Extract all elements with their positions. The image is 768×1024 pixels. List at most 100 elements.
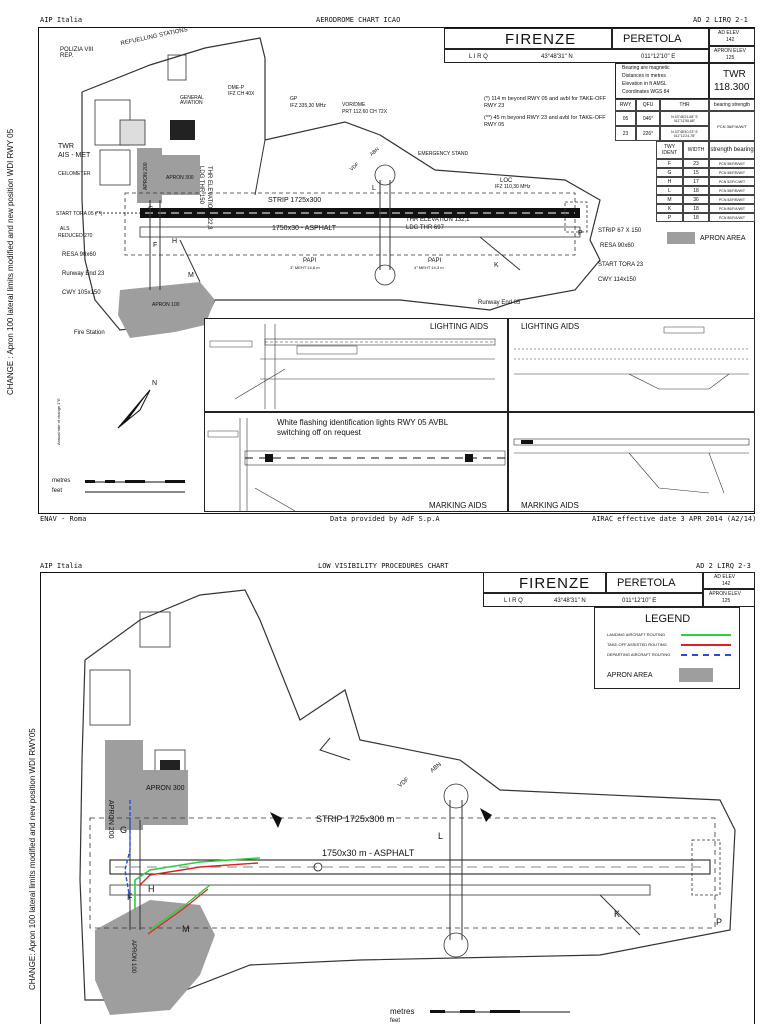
top-title-name: PERETOLA	[623, 33, 682, 45]
bottom-icao: L I R Q	[504, 598, 523, 604]
label-cwy-left: CWY 105x150	[62, 290, 101, 296]
top-twr-box: TWR 118.300	[709, 63, 755, 99]
top-title-box: FIRENZE	[444, 28, 612, 49]
label-thr-elev-132: THR ELEVATION 132,1	[406, 217, 470, 223]
top-lat: 43°48'31" N	[541, 54, 573, 60]
label-rwy: 1750x30 - ASPHALT	[272, 225, 337, 232]
twy-header-strength: strength bearing	[709, 141, 755, 159]
label-dme: DME-P	[228, 85, 245, 91]
twy-p-ident: P	[656, 213, 683, 222]
twy-l-width: 18	[683, 186, 709, 195]
twy-m-pcn: PCN 52/F/B/W/T	[709, 195, 755, 204]
inset-lighting-right-label: LIGHTING AIDS	[521, 322, 580, 331]
legend-item-landing-label: LANDING AIRCRAFT ROUTING	[607, 632, 666, 637]
bottom-label-apron-300: APRON 300	[146, 785, 185, 792]
twy-g-width: 15	[683, 168, 709, 177]
twy-l-pcn: PCN 55/F/B/W/T	[709, 186, 755, 195]
twy-m-ident: M	[656, 195, 683, 204]
label-start-tora-23: START TORA 23	[598, 262, 644, 268]
top-header-center: AERODROME CHART ICAO	[316, 16, 401, 24]
top-aerodrome-map	[81, 37, 601, 493]
inset-lighting-left: LIGHTING AIDS	[204, 318, 508, 412]
bottom-label-twy-m: M	[182, 924, 190, 934]
bottom-apron-elev: 125	[722, 598, 731, 604]
rwy-header-qfu: QFU	[636, 99, 660, 111]
label-rwy-end-23: Runway End 23	[62, 271, 105, 277]
top-title-name-box: PERETOLA	[612, 28, 709, 49]
top-note-2: (**) 45 m beyond RWY 23 and avbl for TAK…	[484, 115, 606, 128]
inset-lighting-left-label: LIGHTING AIDS	[430, 322, 489, 331]
legend-item-departing-line	[681, 654, 731, 656]
bottom-header-center: LOW VISIBILITY PROCEDURES CHART	[318, 562, 449, 570]
bottom-apron-elev-label: APRON ELEV	[709, 591, 741, 597]
top-footer-right: AIRAC effective date 3 APR 2014 (A2/14)	[592, 515, 757, 523]
label-papi-right-meht: 4° MEHT 14,3 m	[414, 265, 444, 270]
bottom-header-left: AIP Italia	[40, 562, 83, 570]
top-apron-elev-box: APRON ELEV 125	[709, 46, 755, 63]
label-loc: LOC	[500, 178, 513, 184]
bottom-label-twy-g: G	[120, 825, 128, 835]
legend-item-landing-line	[681, 634, 731, 636]
bottom-ad-elev-box: AD ELEV 142	[703, 572, 755, 589]
legend-item-takeoff-line	[681, 644, 731, 646]
twy-l-ident: L	[656, 186, 683, 195]
bottom-label-apron-200: APRON 200	[107, 800, 114, 839]
bottom-title-name-box: PERETOLA	[606, 572, 703, 593]
bottom-label-apron-100: APRON 100	[130, 940, 136, 974]
bottom-label-rwy: 1750x30 m - ASPHALT	[322, 848, 415, 858]
twy-p-pcn: PCN 80/F/A/W/T	[709, 213, 755, 222]
label-twy-k: K	[494, 262, 499, 269]
twy-h-ident: H	[656, 177, 683, 186]
legend-title: LEGEND	[645, 613, 691, 625]
bottom-ad-elev: 142	[722, 581, 731, 587]
inset-marking-left-label: MARKING AIDS	[429, 501, 487, 510]
twy-k-pcn: PCN 80/F/A/W/T	[709, 204, 755, 213]
top-title-city: FIRENZE	[505, 31, 577, 48]
label-loc-freq: IFZ 110,30 MHz	[495, 184, 531, 190]
bottom-label-twy-k: K	[614, 909, 621, 919]
legend-item-departing-label: DEPARTING AIRCRAFT ROUTING	[607, 652, 671, 657]
inset-marking-left: White flashing identification lights RWY…	[204, 412, 508, 512]
rwy-row-23-rwy: 23	[615, 126, 636, 141]
top-bearing-note-box: Bearing are magnetic Distances in metres…	[615, 63, 709, 99]
rwy-row-05-rwy: 05	[615, 111, 636, 126]
label-twy-g: G	[148, 206, 154, 213]
label-papi-left: PAPI	[303, 258, 317, 264]
label-apron-300: APRON 300	[166, 175, 194, 181]
bottom-chart-frame	[40, 572, 755, 1024]
inset-wdi-note: White flashing identification lights RWY…	[277, 418, 448, 437]
bottom-legend: LEGEND LANDING AIRCRAFT ROUTING TAKE-OFF…	[594, 607, 740, 689]
top-note-1: (*) 114 m beyond RWY 05 and avbl for TAK…	[484, 96, 607, 109]
label-gp: GP	[290, 96, 298, 102]
label-twy-l: L	[372, 185, 376, 192]
bottom-label-twy-h: H	[148, 884, 155, 894]
rwy-row-05-qfu: 046°	[636, 111, 660, 126]
twy-g-pcn: PCN 55/F/B/W/T	[709, 168, 755, 177]
top-ad-elev-box: AD ELEV 142	[709, 28, 755, 46]
label-rwy-end-05: Runway End 05	[478, 300, 521, 306]
label-ldg-thr-697: LDG THR 697	[406, 225, 444, 231]
bottom-label-twy-f: F	[127, 892, 133, 902]
label-ceilometer: CEILOMETER	[58, 171, 91, 177]
legend-item-takeoff-label: TAKE-OFF ASSISTED ROUTING	[607, 642, 667, 647]
label-twy-f: F	[153, 242, 158, 249]
top-apron-elev: 125	[726, 55, 735, 61]
top-apron-area-label: APRON AREA	[700, 235, 746, 242]
top-twr-label: TWR	[723, 69, 746, 80]
bearing-note-4: Coordinates WGS 84	[622, 89, 670, 95]
bottom-title-box: FIRENZE	[483, 572, 606, 593]
label-start-tora-05: START TORA 05 (**)	[56, 211, 103, 217]
label-apron-100: APRON 100	[152, 302, 180, 308]
twy-f-pcn: PCN 55/F/B/W/T	[709, 159, 755, 168]
label-resa-left: RESA 90x60	[62, 252, 97, 258]
bottom-lat: 43°48'31" N	[554, 598, 586, 604]
bottom-label-twy-p: P	[716, 917, 723, 927]
label-twy-p: P	[578, 230, 583, 237]
label-scale-feet: feet	[52, 488, 63, 494]
bottom-ad-elev-label: AD ELEV	[714, 574, 736, 580]
bottom-label-twy-l: L	[438, 831, 444, 841]
twy-header-ident: TWY IDENT	[656, 141, 683, 159]
legend-apron-area-label: APRON AREA	[607, 672, 653, 679]
twy-h-pcn: PCN 52/F/C/W/T	[709, 177, 755, 186]
top-coord-box: L I R Q 43°48'31" N 011°12'10" E	[444, 49, 709, 63]
